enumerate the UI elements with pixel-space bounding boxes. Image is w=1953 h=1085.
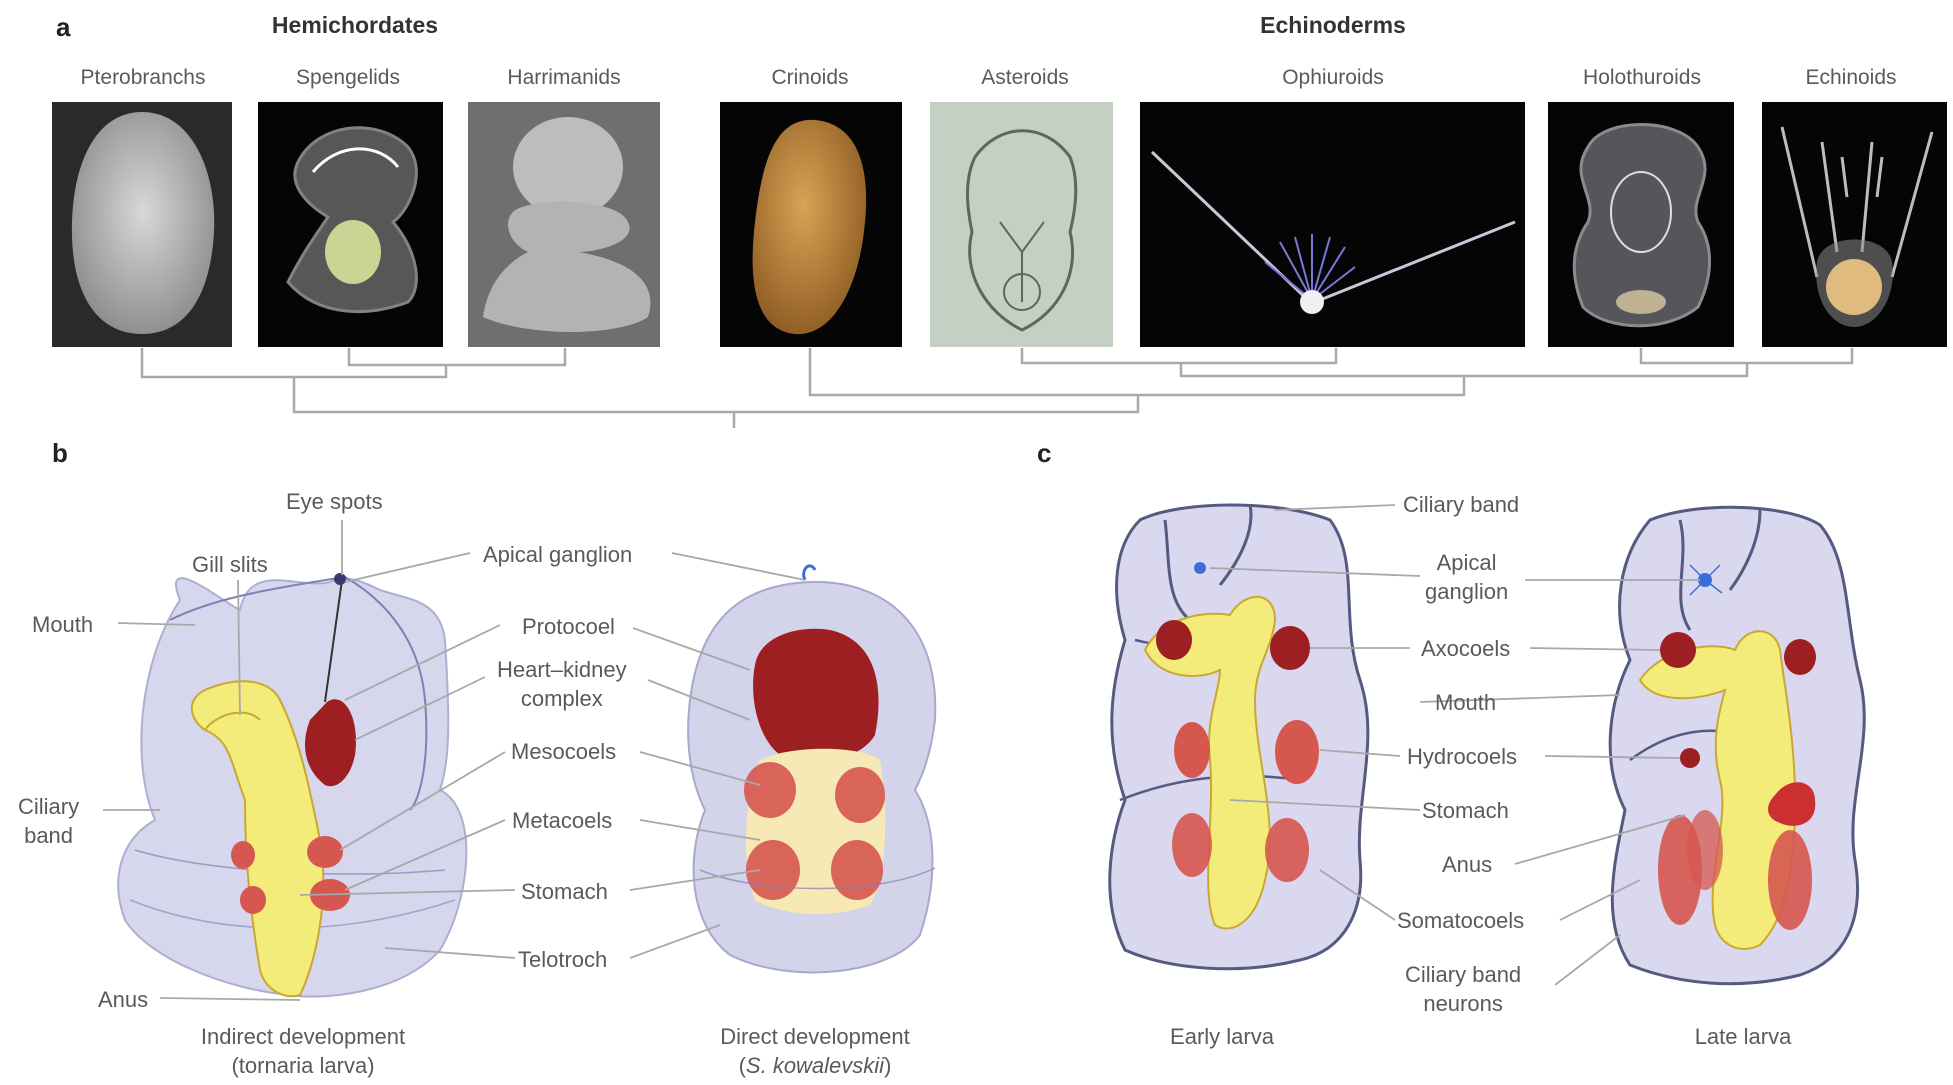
label-axocoels: Axocoels (1421, 634, 1510, 663)
label-hydrocoels: Hydrocoels (1407, 742, 1517, 771)
label-telotroch: Telotroch (518, 945, 607, 974)
label-anus-b: Anus (98, 985, 148, 1014)
panel-c-label: c (1037, 438, 1051, 469)
label-stomach-b: Stomach (521, 877, 608, 906)
label-metacoels: Metacoels (512, 806, 612, 835)
label-ciliary-band-c: Ciliary band (1403, 490, 1519, 519)
tornaria-larva-illustration (118, 573, 466, 997)
late-larva-illustration (1610, 507, 1864, 983)
label-stomach-c: Stomach (1422, 796, 1509, 825)
label-protocoel: Protocoel (522, 612, 615, 641)
label-mesocoels: Mesocoels (511, 737, 616, 766)
caption-indirect-development: Indirect development(tornaria larva) (201, 1022, 405, 1080)
early-larva-illustration (1110, 505, 1368, 969)
label-apical-ganglion-b: Apical ganglion (483, 540, 632, 569)
caption-direct-development: Direct development (S. kowalevskii) (720, 1022, 910, 1080)
caption-late-larva: Late larva (1695, 1022, 1792, 1051)
phylogeny-tree (142, 348, 1852, 428)
label-mouth-c: Mouth (1435, 688, 1496, 717)
label-anus-c: Anus (1442, 850, 1492, 879)
label-eye-spots: Eye spots (286, 487, 383, 516)
direct-development-illustration (688, 566, 935, 973)
panel-b-label: b (52, 438, 68, 469)
label-mouth-b: Mouth (32, 610, 93, 639)
label-somatocoels: Somatocoels (1397, 906, 1524, 935)
caption-early-larva: Early larva (1170, 1022, 1274, 1051)
label-gill-slits: Gill slits (192, 550, 268, 579)
